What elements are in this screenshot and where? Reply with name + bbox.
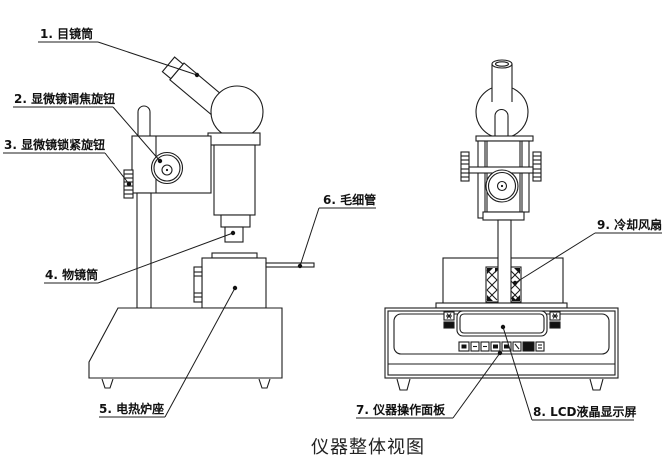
front-knurl-left [460, 151, 470, 182]
front-rod-left [477, 140, 486, 219]
side-view [88, 56, 315, 389]
leader-dot [497, 350, 503, 356]
label-objective-tube: 4. 物镜筒 [45, 267, 98, 282]
front-body-step [482, 211, 525, 221]
label-heating-furnace-base: 5. 电热炉座 [99, 401, 164, 416]
stand-column-shape [136, 192, 152, 309]
leader-dot [297, 263, 303, 269]
column-front-shape [497, 219, 512, 305]
base-foot-left [101, 378, 114, 389]
leader-dot [500, 324, 506, 330]
label-eyepiece-tube: 1. 目镜筒 [40, 26, 93, 41]
furnace-shape [193, 252, 267, 309]
housing-base-plate [435, 302, 568, 309]
microscope-body-top-bar [207, 132, 261, 146]
button-row-shape [458, 341, 545, 352]
panel-button-right-bottom [549, 321, 561, 329]
label-microscope-lock-knob: 3. 显微镜锁紧旋钮 [4, 137, 105, 152]
leader-dot [157, 158, 163, 164]
ball-joint-shape [210, 85, 264, 139]
front-rod-shape [494, 108, 509, 137]
leader-dot [512, 280, 518, 286]
front-rod-right [521, 140, 530, 213]
control-box-foot-left [396, 378, 411, 391]
stand-base-shape [88, 307, 283, 389]
front-knurl-right [532, 151, 542, 182]
leader-dots [126, 72, 518, 356]
objective-tube-shape [220, 214, 251, 243]
label-operation-panel: 7. 仪器操作面板 [356, 402, 446, 417]
callout-leaders [3, 41, 662, 421]
control-box-foot-right [589, 378, 604, 391]
front-view [384, 59, 619, 391]
eyepiece-top-shape [491, 59, 513, 103]
leader-dot [126, 181, 132, 187]
front-bracket-bar [475, 135, 534, 142]
leader-dot [230, 230, 236, 236]
figure-caption: 仪器整体视图 [311, 437, 425, 458]
panel-side-buttons [443, 311, 561, 329]
base-foot-right [258, 378, 271, 389]
label-lcd-display: 8. LCD液晶显示屏 [533, 404, 637, 419]
front-knob-shape [485, 169, 519, 203]
leader-dot [194, 72, 200, 78]
panel-button-left-bottom [443, 321, 455, 329]
callout-labels: 1. 目镜筒 2. 显微镜调焦旋钮 3. 显微镜锁紧旋钮 4. 物镜筒 5. 电… [4, 26, 662, 419]
label-capillary-tube: 6. 毛细管 [323, 192, 376, 207]
bracket-rod-shape [137, 105, 151, 138]
microscope-body-shape [213, 144, 256, 216]
label-microscope-focus-knob: 2. 显微镜调焦旋钮 [14, 91, 115, 106]
capillary-shape [265, 262, 315, 268]
label-cooling-fan: 9. 冷却风扇 [597, 217, 662, 232]
lcd-shape [456, 310, 548, 337]
leader-dot [232, 285, 238, 291]
